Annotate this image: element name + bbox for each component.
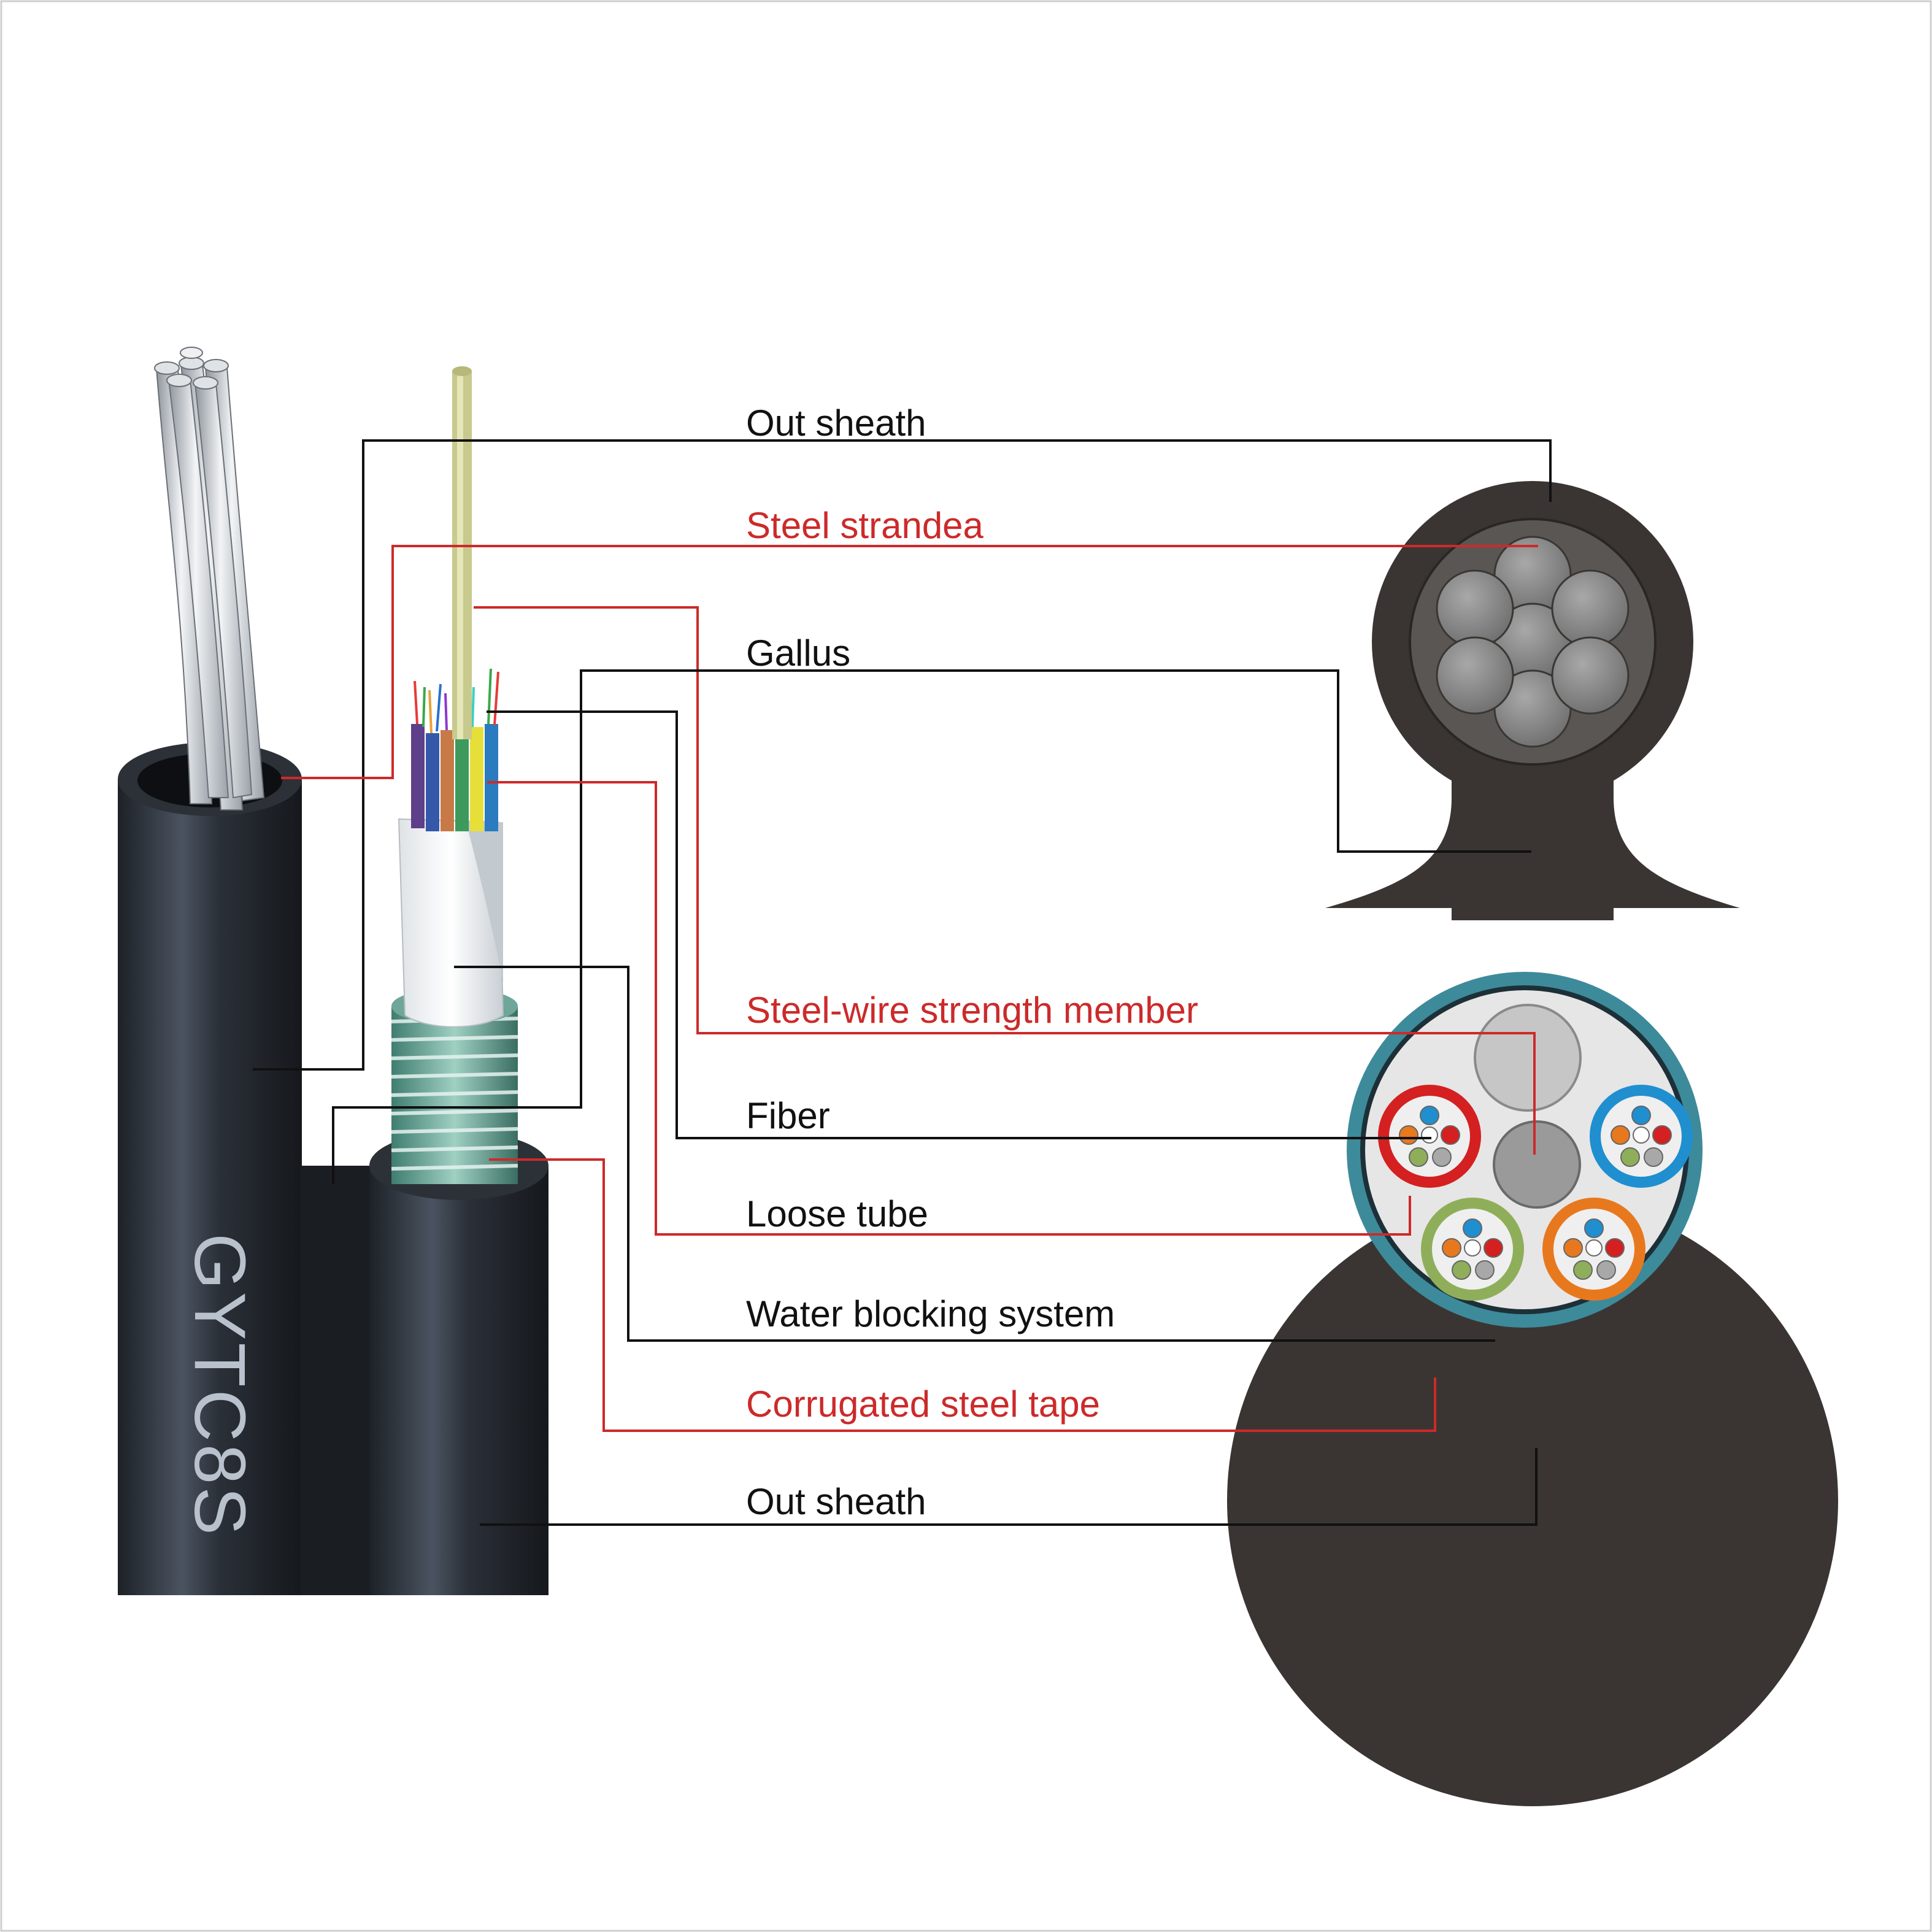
label-steel-strand: Steel strandea — [746, 505, 984, 546]
leader-corrugated-tape — [489, 1158, 1436, 1432]
leader-fiber — [487, 710, 1431, 1139]
loose-tube-red — [1378, 1085, 1481, 1188]
loose-tube-blue — [1590, 1085, 1693, 1188]
label-strength-member: Steel-wire strength member — [746, 990, 1198, 1031]
cable-code-print: GYTC8S — [179, 1233, 260, 1538]
leader-out-sheath-top — [253, 439, 1552, 1071]
label-water-blocking: Water blocking system — [746, 1293, 1115, 1334]
steel-strand-wires — [154, 347, 265, 810]
label-corrugated-tape: Corrugated steel tape — [746, 1384, 1100, 1425]
loose-tubes-bundle — [411, 724, 498, 831]
water-blocking-tape — [398, 818, 504, 1028]
cable-3d-illustration: GYTC8S — [118, 347, 548, 1595]
central-strength-member-section — [1493, 1120, 1581, 1209]
central-strength-member-rod — [452, 366, 472, 739]
filler-rod — [1474, 1004, 1582, 1112]
leader-steel-strand — [281, 545, 1538, 779]
loose-tube-orange — [1542, 1198, 1645, 1301]
leader-water-blocking — [454, 966, 1495, 1342]
leader-loose-tube — [487, 781, 1411, 1236]
leader-strength-member — [474, 606, 1536, 1155]
leader-gallus — [332, 669, 1531, 1184]
label-fiber: Fiber — [746, 1095, 830, 1136]
cable-cross-section — [1227, 481, 1838, 1806]
loose-tube-green — [1421, 1198, 1524, 1301]
label-out-sheath-bottom: Out sheath — [746, 1481, 926, 1522]
label-out-sheath-top: Out sheath — [746, 402, 926, 444]
leader-lines — [253, 439, 1552, 1526]
label-gallus: Gallus — [746, 633, 850, 674]
gallus-web — [301, 1166, 374, 1595]
callout-labels: Out sheath Steel strandea Gallus Steel-w… — [746, 402, 1198, 1522]
leader-out-sheath-bottom — [480, 1448, 1538, 1526]
label-loose-tube: Loose tube — [746, 1193, 928, 1234]
steel-strand-section — [1409, 518, 1657, 766]
